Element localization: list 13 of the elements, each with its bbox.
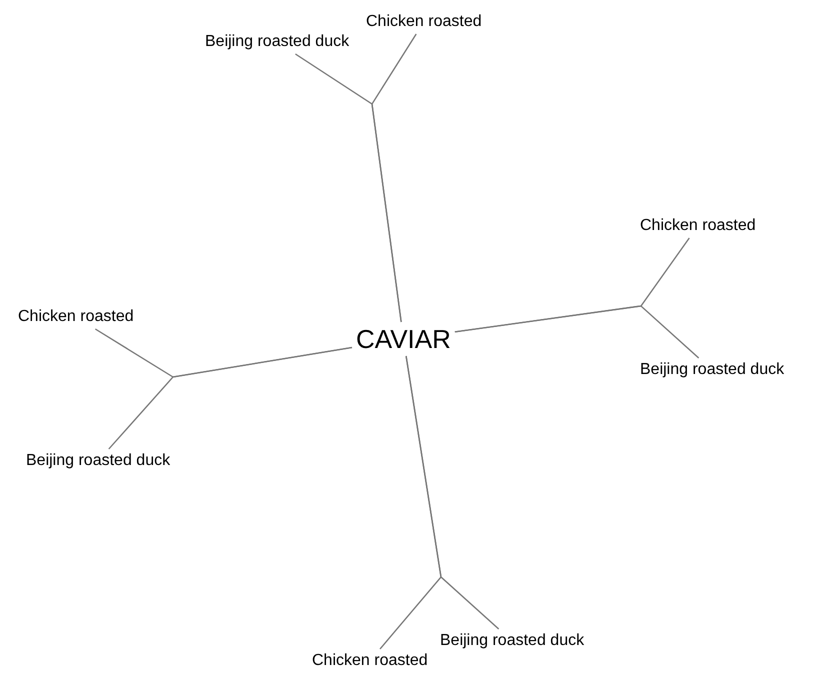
- branch-label: Beijing roasted duck: [23, 449, 174, 473]
- branch-label: Chicken roasted: [637, 214, 759, 238]
- center-topic: CAVIAR: [352, 322, 455, 356]
- branch-line: [295, 53, 402, 322]
- branch-label: Chicken roasted: [15, 305, 137, 329]
- branch-line: [405, 356, 500, 630]
- branch-line: [454, 305, 700, 358]
- branch-label: Beijing roasted duck: [637, 358, 788, 382]
- branch-label: Chicken roasted: [309, 649, 431, 673]
- branch-label: Chicken roasted: [363, 10, 485, 34]
- branch-line: [108, 346, 352, 450]
- branch-label: Beijing roasted duck: [202, 30, 352, 54]
- branch-label: Beijing roasted duck: [437, 629, 588, 653]
